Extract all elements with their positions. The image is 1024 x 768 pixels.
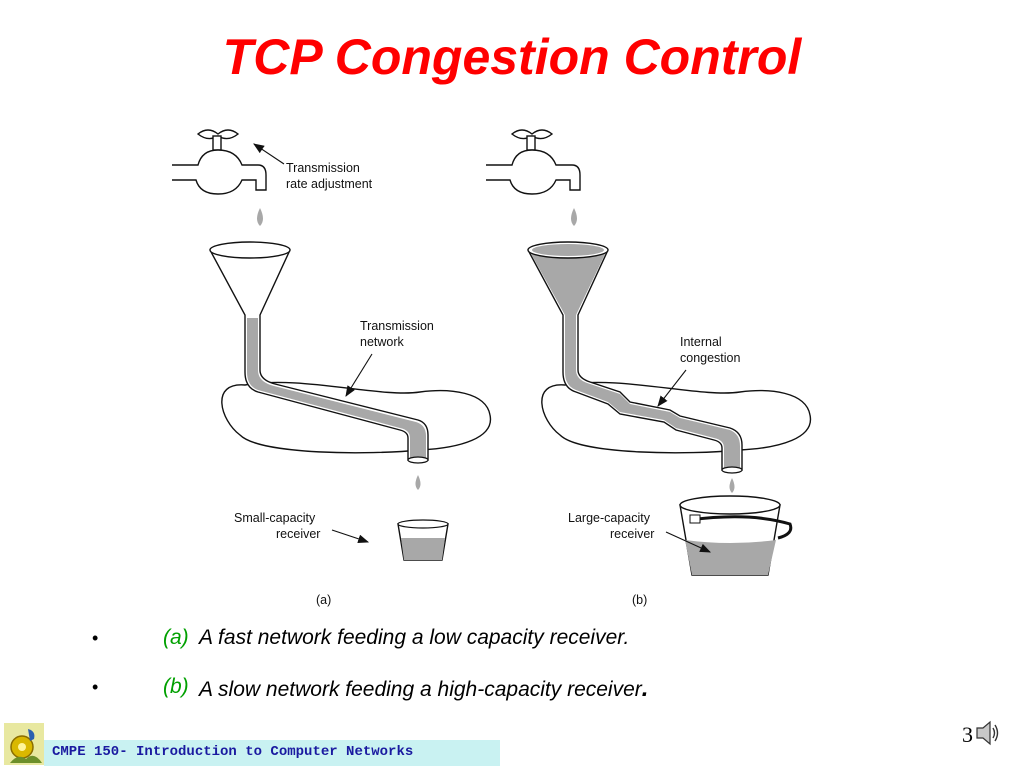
faucet-a-icon — [172, 129, 267, 195]
label-internal-line1: Internal — [680, 335, 722, 349]
label-large-line2: receiver — [610, 527, 654, 541]
drop-a-bottom — [415, 475, 421, 490]
footer-strip — [44, 740, 500, 766]
svg-text:congestion: congestion — [680, 351, 741, 365]
caption-b: (b) — [632, 593, 647, 607]
bullet-text-b: A slow network feeding a high-capacity r… — [199, 675, 648, 703]
bullet-marker: • — [92, 677, 99, 697]
svg-text:Large-capacity: Large-capacity — [568, 511, 651, 525]
svg-text:Internal: Internal — [680, 335, 722, 349]
svg-text:receiver: receiver — [610, 527, 654, 541]
svg-text:Transmission: Transmission — [360, 319, 434, 333]
bullet-list: • (a) A fast network feeding a low capac… — [92, 626, 952, 724]
panel-a: Transmission rate adjustment Transmissio… — [172, 129, 492, 607]
page-number: 3 — [962, 722, 973, 747]
water-b — [530, 252, 740, 468]
label-internal-line2: congestion — [680, 351, 741, 365]
drop-a-top — [257, 208, 263, 226]
bullet-tag-a: (a) — [163, 626, 189, 649]
bullet-text-b-body: A slow network feeding a high-capacity r… — [199, 678, 642, 701]
svg-text:network: network — [360, 335, 405, 349]
label-small-line1: Small-capacity — [234, 511, 316, 525]
caption-a: (a) — [316, 593, 331, 607]
label-small-line2: receiver — [276, 527, 320, 541]
label-network-line1: Transmission — [360, 319, 434, 333]
svg-text:rate adjustment: rate adjustment — [286, 177, 373, 191]
drop-b-bottom — [729, 478, 735, 493]
bullet-item-b: • (b) A slow network feeding a high-capa… — [92, 675, 952, 724]
slide-title: TCP Congestion Control — [222, 29, 802, 85]
small-receiver-icon — [397, 519, 449, 561]
label-rate-line1: Transmission — [286, 161, 360, 175]
congestion-figure: Transmission rate adjustment Transmissio… — [172, 129, 812, 607]
faucet-b-icon — [486, 129, 581, 195]
label-network-line2: network — [360, 335, 405, 349]
bullet-item-a: • (a) A fast network feeding a low capac… — [92, 626, 952, 675]
bullet-tag-b: (b) — [163, 675, 189, 698]
panel-b: Internal congestion Large-capacity recei… — [486, 129, 812, 607]
label-rate-line2: rate adjustment — [286, 177, 373, 191]
svg-text:Small-capacity: Small-capacity — [234, 511, 316, 525]
footer-course-title: CMPE 150- Introduction to Computer Netwo… — [52, 744, 414, 760]
label-large-line1: Large-capacity — [568, 511, 651, 525]
drop-b-top — [571, 208, 577, 226]
large-receiver-icon — [679, 495, 793, 576]
bullet-text-b-period: . — [641, 675, 649, 702]
gear-figure-logo-icon — [4, 723, 44, 765]
bullet-marker: • — [92, 628, 99, 648]
bullet-text-a-body: A fast network feeding a low capacity re… — [199, 626, 630, 649]
svg-text:Transmission: Transmission — [286, 161, 360, 175]
svg-text:receiver: receiver — [276, 527, 320, 541]
bullet-text-a: A fast network feeding a low capacity re… — [199, 626, 629, 650]
speaker-icon[interactable] — [974, 718, 1000, 748]
